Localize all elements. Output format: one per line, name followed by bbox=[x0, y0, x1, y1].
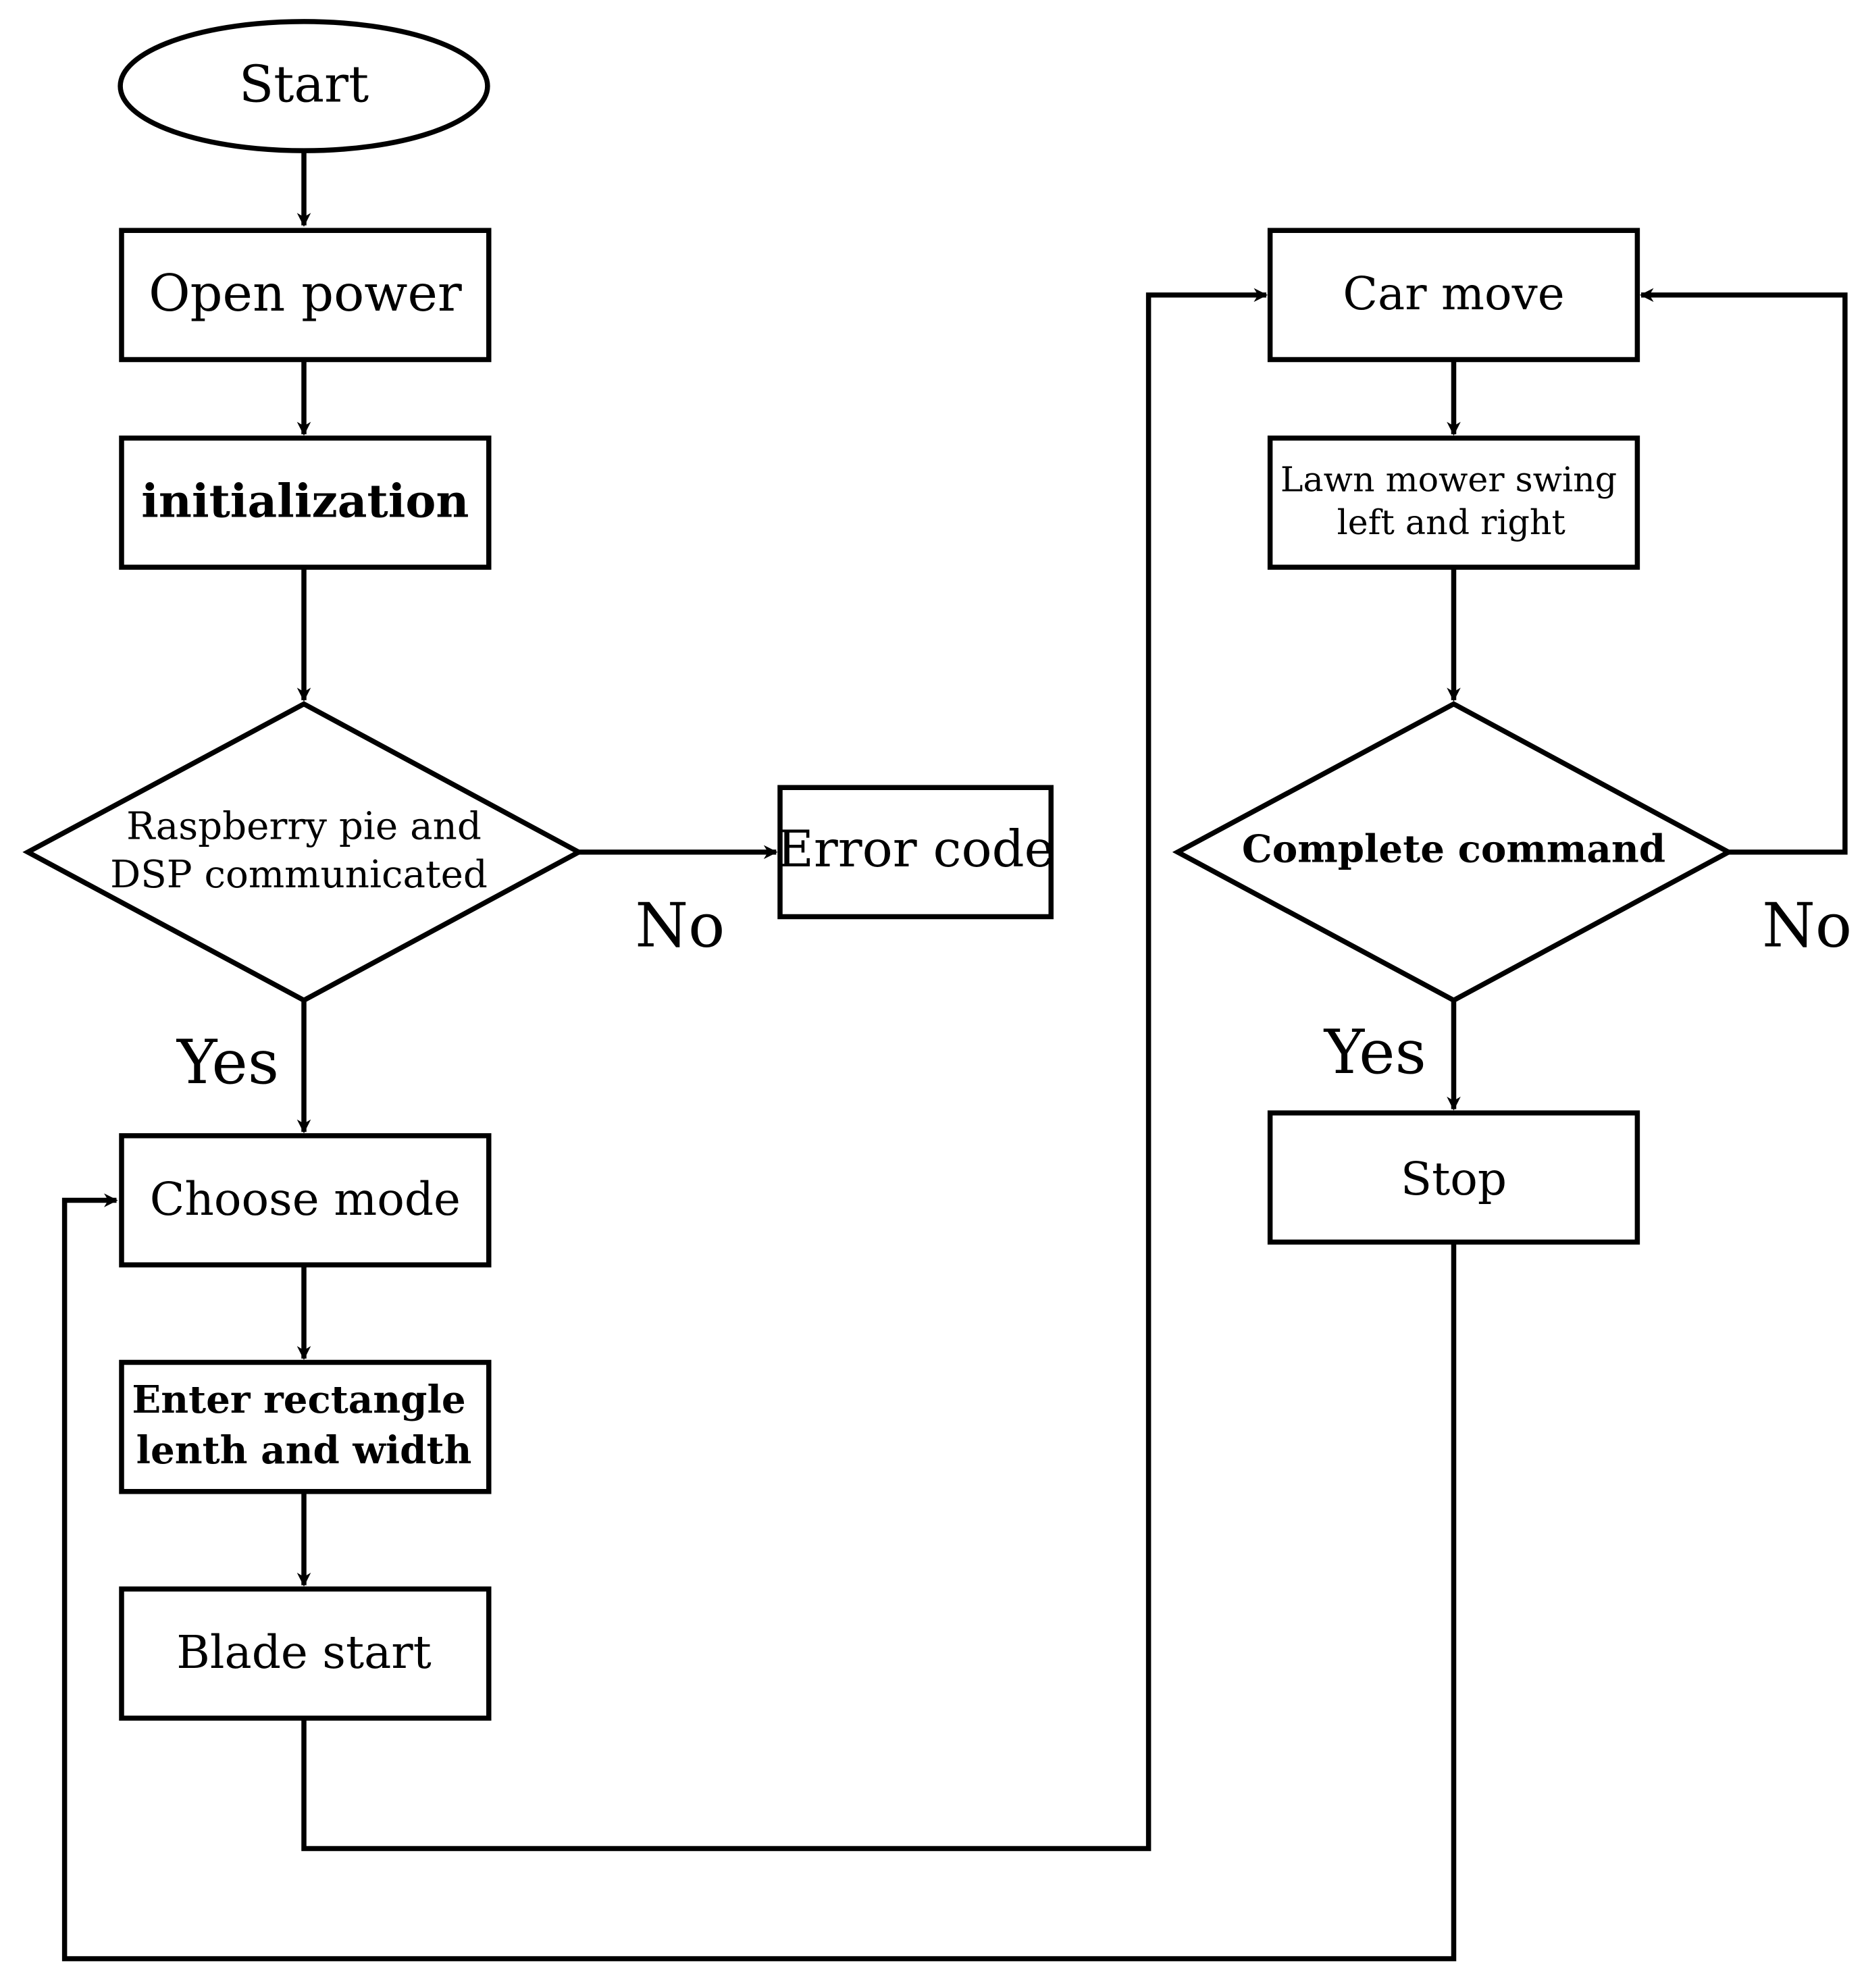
choose-mode-box bbox=[119, 1133, 492, 1267]
start-ellipse bbox=[118, 19, 490, 153]
error-code-box bbox=[777, 785, 1054, 920]
node-initialization: initialization bbox=[119, 436, 492, 570]
node-stop: Stop bbox=[1267, 1110, 1640, 1245]
decision-communication-line-1: Raspberry pie and bbox=[126, 805, 482, 849]
node-complete-command: Complete command bbox=[1172, 701, 1734, 1003]
decision-communication-yes-label: Yes bbox=[176, 1027, 279, 1098]
node-open-power: Open power bbox=[119, 228, 492, 363]
enter-rectangle-line-2: lenth and width bbox=[136, 1428, 472, 1473]
edge-blade-start-to-car-move bbox=[301, 288, 1268, 1852]
initialization-box bbox=[119, 436, 492, 570]
node-start: Start bbox=[118, 19, 490, 153]
open-power-box bbox=[119, 228, 492, 363]
lawn-mower-line-2: left and right bbox=[1337, 502, 1565, 542]
car-move-box bbox=[1267, 228, 1640, 363]
open-power-label: Open power bbox=[149, 263, 462, 323]
enter-rectangle-line-1: Enter rectangle bbox=[132, 1378, 465, 1422]
blade-start-label: Blade start bbox=[176, 1625, 431, 1679]
node-enter-rectangle: Enter rectangle lenth and width bbox=[119, 1359, 492, 1494]
decision-communication-diamond bbox=[22, 701, 584, 1003]
decision-communication-line-2: DSP communicated bbox=[110, 853, 488, 897]
lawn-mower-box bbox=[1267, 436, 1640, 570]
start-label: Start bbox=[239, 55, 369, 114]
lawn-mower-line-1: Lawn mower swing bbox=[1280, 459, 1617, 499]
choose-mode-label: Choose mode bbox=[150, 1172, 461, 1226]
decision-communication-no-label: No bbox=[635, 890, 725, 961]
node-blade-start: Blade start bbox=[119, 1586, 492, 1721]
node-car-move: Car move bbox=[1267, 228, 1640, 363]
blade-start-box bbox=[119, 1586, 492, 1721]
car-move-label: Car move bbox=[1343, 267, 1564, 320]
complete-command-no-label: No bbox=[1762, 890, 1852, 961]
error-code-label: Error code bbox=[777, 819, 1054, 879]
complete-command-yes-label: Yes bbox=[1323, 1017, 1426, 1088]
initialization-label: initialization bbox=[141, 475, 469, 528]
node-decision-communication: Raspberry pie and DSP communicated bbox=[22, 701, 584, 1003]
complete-command-label: Complete command bbox=[1242, 827, 1665, 872]
stop-box bbox=[1267, 1110, 1640, 1245]
edge-stop-to-choose-mode bbox=[61, 1193, 1457, 1962]
complete-command-diamond bbox=[1172, 701, 1734, 1003]
enter-rectangle-box bbox=[119, 1359, 492, 1494]
node-error-code: Error code bbox=[777, 785, 1054, 920]
node-lawn-mower: Lawn mower swing left and right bbox=[1267, 436, 1640, 570]
edge-complete-no-to-car-move bbox=[1639, 288, 1848, 855]
node-choose-mode: Choose mode bbox=[119, 1133, 492, 1267]
stop-label: Stop bbox=[1401, 1152, 1507, 1205]
